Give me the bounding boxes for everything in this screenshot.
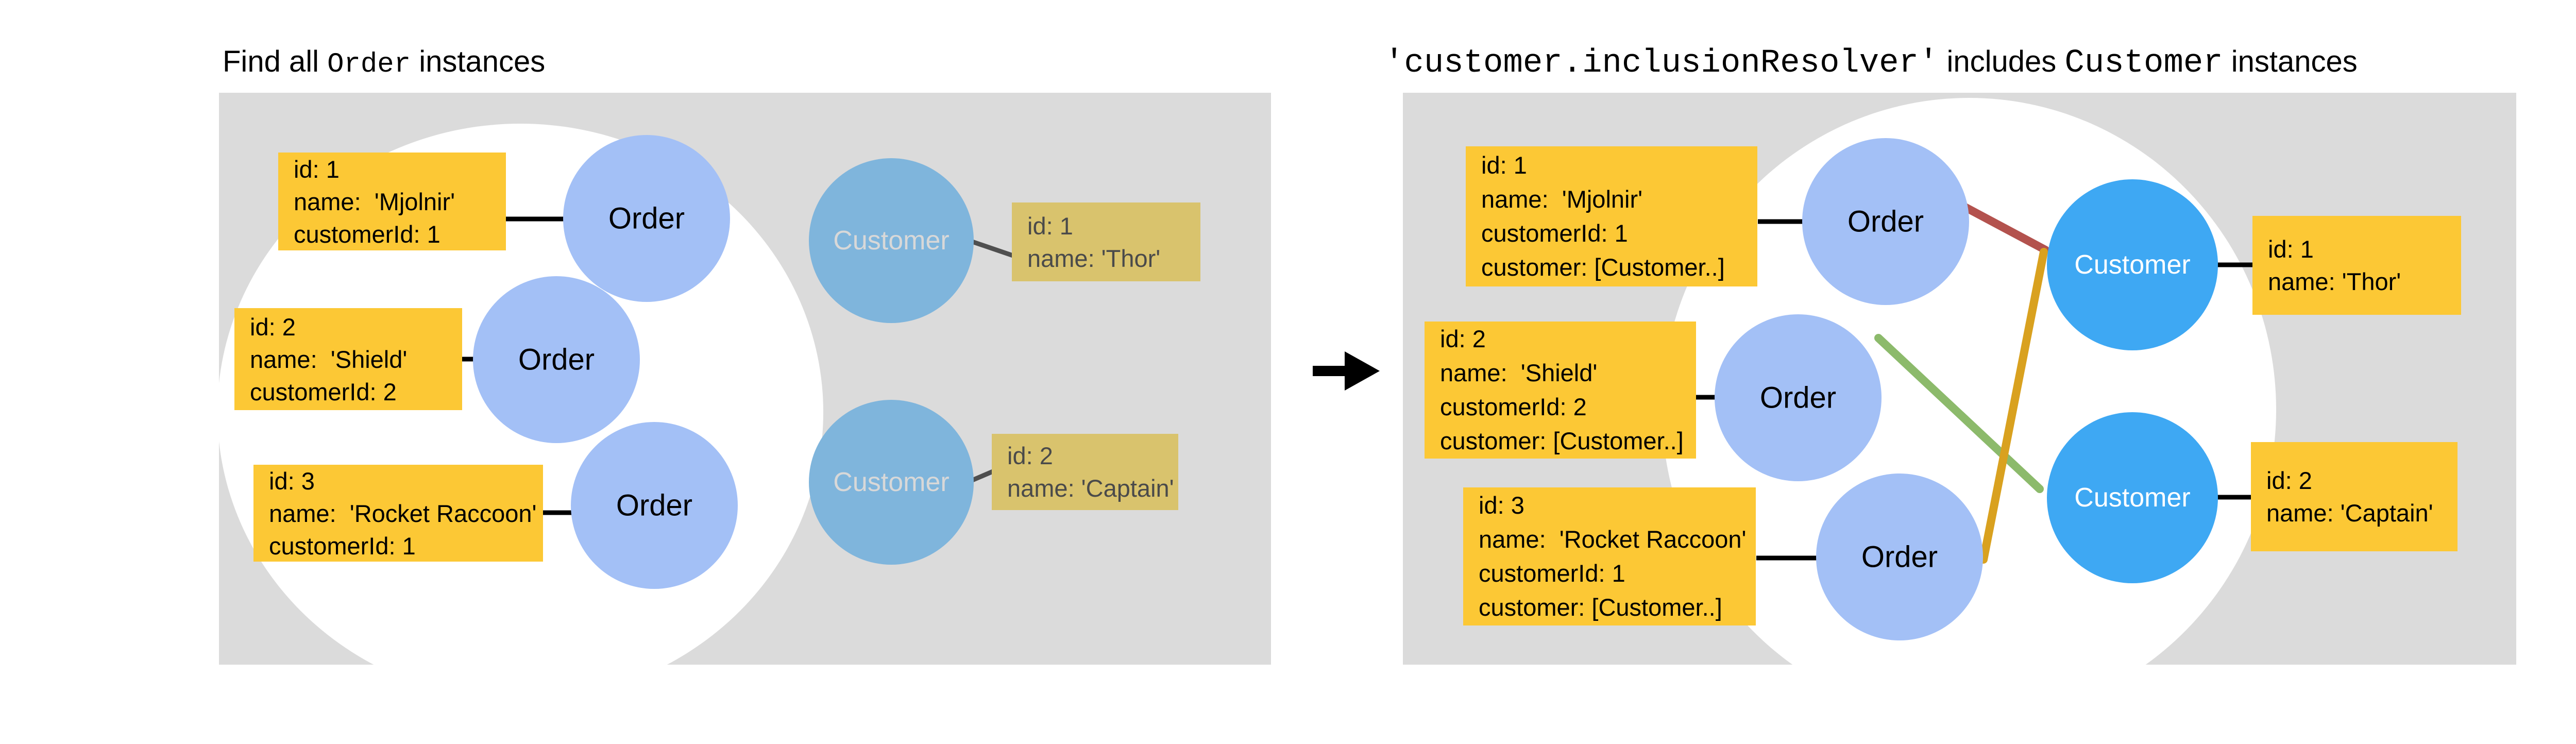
right-order1-card: id: 1 name: 'Mjolnir' customerId: 1 cust… bbox=[1466, 146, 1757, 286]
card-line: id: 1 bbox=[1027, 212, 1073, 240]
left-order1-label: Order bbox=[608, 201, 685, 235]
card-line: customer: [Customer..] bbox=[1479, 594, 1722, 621]
right-customer1-circle bbox=[2047, 179, 2218, 350]
left-customer2-label: Customer bbox=[833, 467, 950, 497]
card-line: customer: [Customer..] bbox=[1440, 427, 1684, 454]
card-line: name: 'Captain' bbox=[1007, 475, 1174, 502]
right-order2-card: id: 2 name: 'Shield' customerId: 2 custo… bbox=[1425, 322, 1696, 459]
left-order2-card: id: 2 name: 'Shield' customerId: 2 bbox=[234, 308, 462, 410]
card-line: id: 2 bbox=[2266, 467, 2312, 494]
connector-left-customer2-box bbox=[970, 469, 994, 483]
card-line: name: 'Thor' bbox=[1027, 244, 1161, 272]
relation-line-order3-customer1 bbox=[1979, 248, 2048, 564]
right-title-customer-code: Customer bbox=[2064, 45, 2223, 82]
right-order3-circle bbox=[1816, 474, 1983, 640]
card-line: id: 2 bbox=[1007, 442, 1053, 469]
right-order1-label: Order bbox=[1847, 205, 1924, 239]
left-customer1-card: id: 1 name: 'Thor' bbox=[1012, 202, 1200, 281]
left-title-order-code: Order bbox=[327, 49, 411, 80]
card-line: id: 2 bbox=[1440, 325, 1486, 352]
card-line: name: 'Rocket Raccoon' bbox=[1479, 526, 1747, 553]
card-line: customerId: 2 bbox=[250, 378, 397, 405]
left-customer2-card: id: 2 name: 'Captain' bbox=[992, 434, 1178, 510]
card-line: name: 'Mjolnir' bbox=[294, 188, 455, 215]
left-order3-card: id: 3 name: 'Rocket Raccoon' customerId:… bbox=[253, 465, 543, 562]
right-customer1-card: id: 1 name: 'Thor' bbox=[2252, 216, 2461, 315]
card-line: customerId: 2 bbox=[1440, 393, 1587, 420]
connector-left-customer1-box bbox=[971, 239, 1014, 258]
card-line: customerId: 1 bbox=[1481, 219, 1628, 247]
right-order3-label: Order bbox=[1861, 540, 1938, 574]
right-order1-circle bbox=[1802, 138, 1969, 305]
flow-arrow-icon bbox=[1313, 351, 1380, 391]
right-title-resolver-code: 'customer.inclusionResolver' bbox=[1384, 45, 1939, 82]
card-line: name: 'Mjolnir' bbox=[1481, 185, 1643, 213]
card-line: id: 1 bbox=[2268, 235, 2314, 263]
right-customer2-label: Customer bbox=[2074, 483, 2191, 513]
card-line: customerId: 1 bbox=[1479, 560, 1625, 587]
left-customer1-circle bbox=[809, 158, 974, 323]
card-line: name: 'Rocket Raccoon' bbox=[269, 499, 537, 527]
card-line: id: 3 bbox=[269, 467, 315, 495]
card-line: id: 2 bbox=[250, 313, 296, 341]
card-line: name: 'Shield' bbox=[250, 345, 408, 373]
right-customer2-card: id: 2 name: 'Captain' bbox=[2251, 442, 2458, 551]
left-panel-title: Find all Order instances bbox=[223, 43, 545, 83]
relation-line-order2-customer2 bbox=[1874, 334, 2044, 493]
card-line: customer: [Customer..] bbox=[1481, 253, 1725, 281]
card-line: name: 'Shield' bbox=[1440, 359, 1598, 386]
right-order2-label: Order bbox=[1759, 381, 1837, 415]
left-order2-label: Order bbox=[518, 343, 595, 377]
right-title-text: includes bbox=[1938, 45, 2065, 78]
card-line: id: 3 bbox=[1479, 492, 1524, 519]
right-title-text-2: instances bbox=[2223, 45, 2358, 78]
left-customer2-circle bbox=[809, 400, 974, 565]
left-title-text-2: instances bbox=[411, 45, 546, 78]
right-customer1-label: Customer bbox=[2074, 250, 2191, 280]
right-order3-card: id: 3 name: 'Rocket Raccoon' customerId:… bbox=[1463, 487, 1756, 625]
left-customer1-label: Customer bbox=[833, 226, 950, 256]
card-line: name: 'Captain' bbox=[2266, 499, 2433, 527]
right-order2-circle bbox=[1715, 314, 1882, 481]
card-line: id: 1 bbox=[1481, 151, 1527, 179]
right-panel-title: 'customer.inclusionResolver' includes Cu… bbox=[1384, 43, 2358, 82]
card-line: id: 1 bbox=[294, 155, 340, 183]
left-order1-circle bbox=[563, 135, 730, 302]
left-order1-card: id: 1 name: 'Mjolnir' customerId: 1 bbox=[278, 153, 506, 250]
left-title-text: Find all bbox=[223, 45, 328, 78]
left-order3-circle bbox=[571, 422, 738, 589]
card-line: customerId: 1 bbox=[269, 532, 416, 560]
right-customer2-circle bbox=[2047, 412, 2218, 583]
card-line: name: 'Thor' bbox=[2268, 268, 2401, 295]
card-line: customerId: 1 bbox=[294, 220, 440, 248]
left-order3-label: Order bbox=[616, 488, 693, 522]
left-order2-circle bbox=[473, 276, 640, 443]
